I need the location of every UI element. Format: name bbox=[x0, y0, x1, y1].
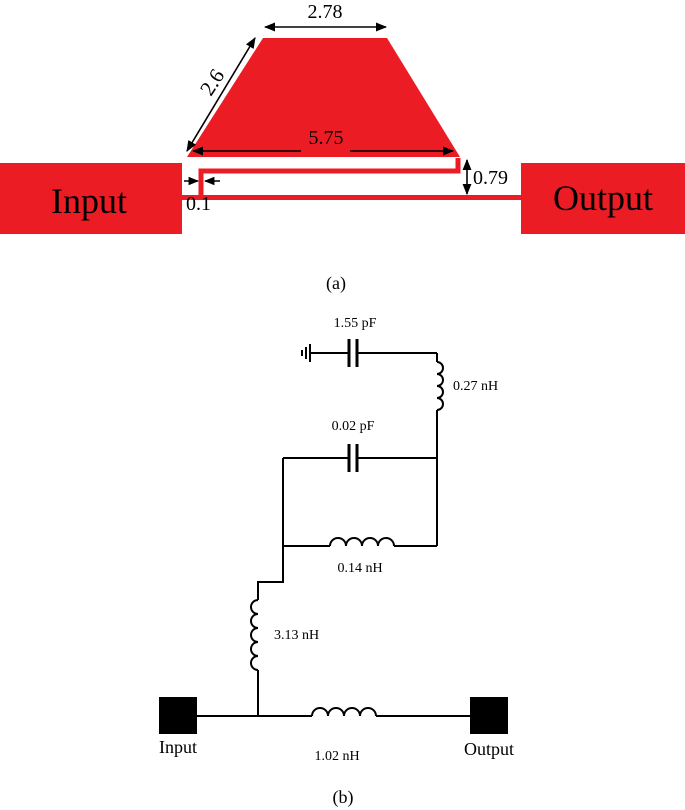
input-port-label: Input bbox=[159, 737, 197, 757]
dim-gap-label: 0.1 bbox=[186, 193, 211, 215]
input-port bbox=[159, 697, 197, 734]
layout-a: 2.78 2.6 5.75 0.79 0.1 Input Output (a) bbox=[0, 1, 685, 294]
inductor-1-02nh-icon bbox=[311, 707, 377, 717]
output-port bbox=[470, 697, 508, 734]
inductor-0-27nh-icon bbox=[436, 361, 444, 411]
dim-side-label: 2.6 bbox=[195, 65, 229, 100]
l-series-label: 1.02 nH bbox=[314, 749, 359, 764]
ground-icon bbox=[301, 344, 311, 362]
output-label: Output bbox=[553, 178, 653, 218]
input-pad bbox=[0, 163, 182, 234]
c-ground-label: 1.55 pF bbox=[334, 316, 377, 331]
l-parallel-label: 0.14 nH bbox=[337, 561, 382, 576]
feed-line bbox=[182, 195, 521, 200]
circuit-b: 1.55 pF 0.27 nH 0.02 pF 0.14 nH 3.13 nH bbox=[159, 316, 514, 808]
l-top-label: 0.27 nH bbox=[453, 379, 498, 394]
stub-loop bbox=[198, 158, 461, 197]
dim-side-arrow bbox=[186, 37, 256, 152]
dim-height-label: 0.79 bbox=[473, 167, 508, 189]
inductor-3-13nh-icon bbox=[250, 599, 259, 671]
l-vertical-label: 3.13 nH bbox=[274, 628, 319, 643]
output-pad bbox=[521, 163, 685, 234]
caption-a: (a) bbox=[326, 273, 346, 294]
capacitor-0-02pf-icon bbox=[347, 444, 359, 472]
dim-top-label: 2.78 bbox=[308, 1, 343, 23]
output-port-label: Output bbox=[464, 739, 514, 759]
dim-base-label: 5.75 bbox=[309, 127, 344, 149]
caption-b: (b) bbox=[333, 787, 354, 808]
inductor-0-14nh-icon bbox=[329, 537, 395, 547]
capacitor-1-55pf-icon bbox=[347, 339, 359, 367]
c-parallel-label: 0.02 pF bbox=[332, 419, 375, 434]
input-label: Input bbox=[51, 181, 127, 221]
